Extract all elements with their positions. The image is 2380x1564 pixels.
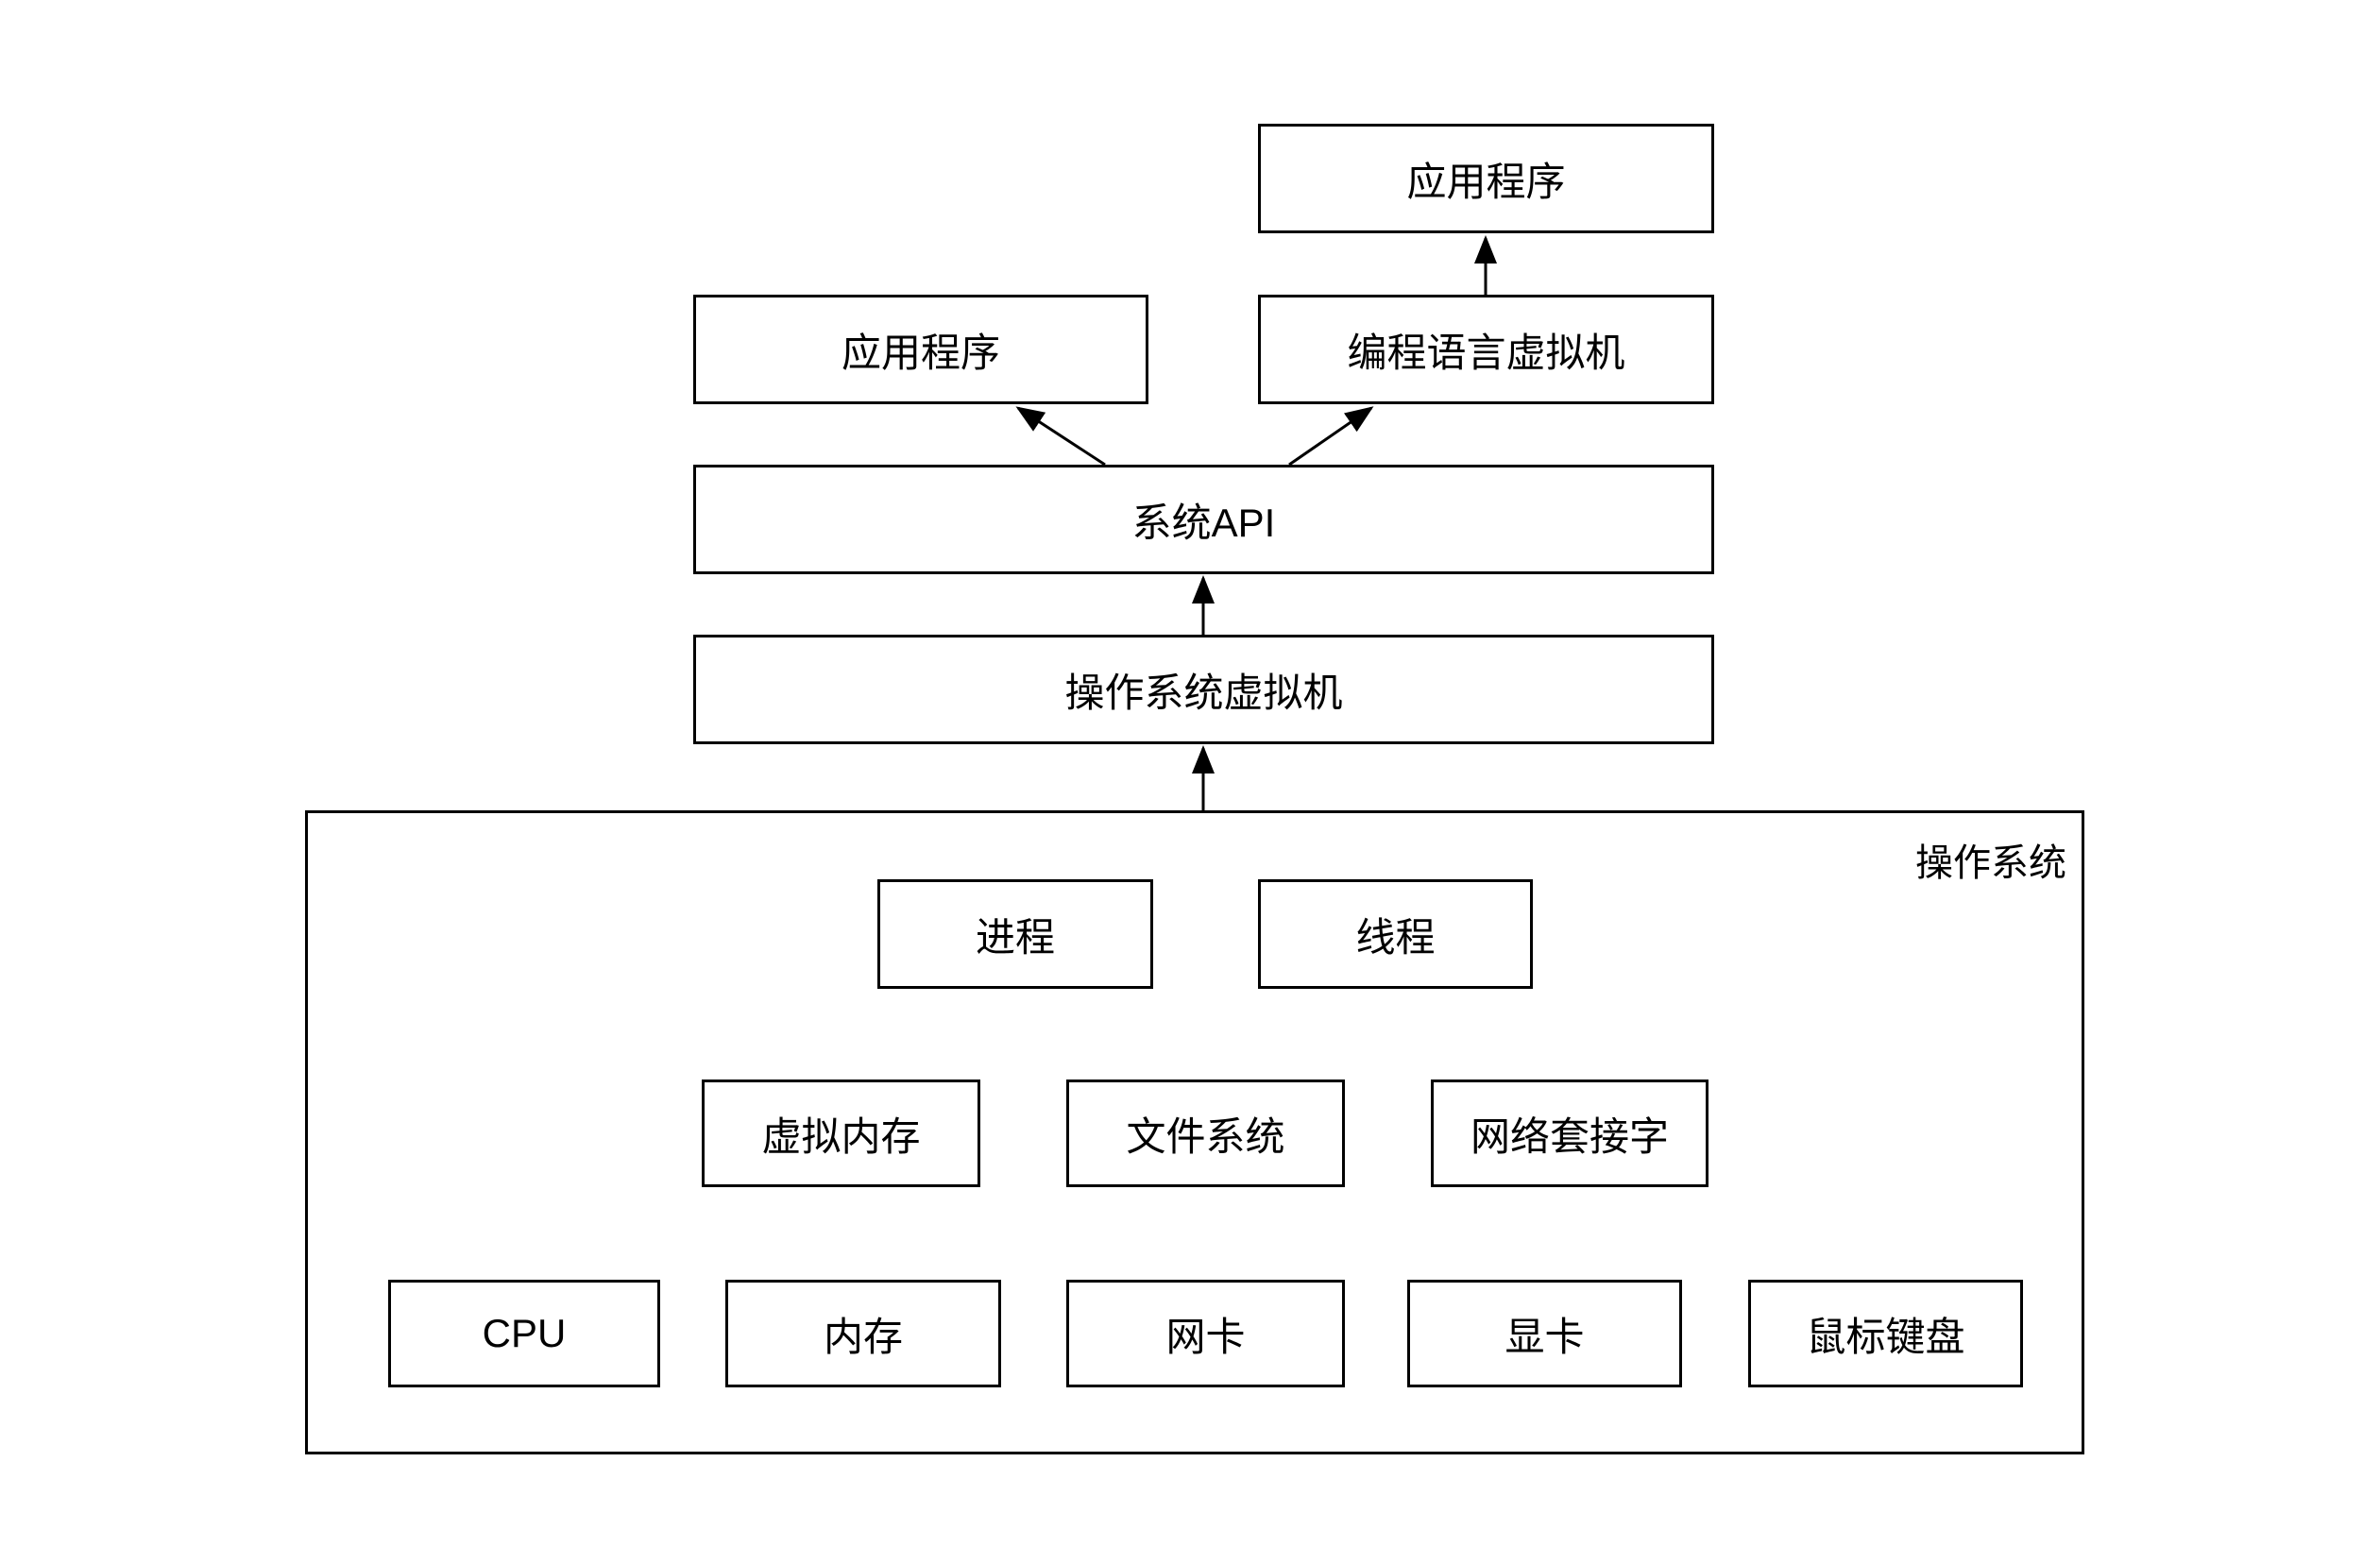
node-gpu: 显卡 [1407,1280,1682,1387]
node-application-left-label: 应用程序 [841,330,1000,375]
node-nic-label: 网卡 [1165,1314,1246,1359]
node-process: 进程 [877,879,1153,989]
node-cpu: CPU [388,1280,660,1387]
node-memory: 内存 [725,1280,1001,1387]
node-memory-label: 内存 [823,1314,903,1359]
node-language-vm: 编程语言虚拟机 [1258,295,1714,404]
node-process-label: 进程 [975,914,1055,960]
node-language-vm-label: 编程语言虚拟机 [1347,330,1625,375]
node-application-top: 应用程序 [1258,124,1714,233]
node-nic: 网卡 [1066,1280,1345,1387]
node-application-left: 应用程序 [693,295,1148,404]
node-mouse-keyboard-label: 鼠标键盘 [1806,1314,1965,1359]
node-sys-api: 系统API [693,465,1714,574]
node-virtual-memory: 虚拟内存 [702,1080,980,1187]
node-mouse-keyboard: 鼠标键盘 [1748,1280,2023,1387]
node-application-top-label: 应用程序 [1406,159,1566,204]
node-thread-label: 线程 [1355,914,1436,960]
node-network-socket: 网络套接字 [1431,1080,1708,1187]
node-file-system: 文件系统 [1066,1080,1345,1187]
node-os-vm-label: 操作系统虚拟机 [1064,670,1343,715]
node-network-socket-label: 网络套接字 [1470,1114,1669,1159]
node-sys-api-label: 系统API [1131,500,1276,545]
node-gpu-label: 显卡 [1504,1314,1585,1359]
node-virtual-memory-label: 虚拟内存 [761,1114,921,1159]
node-cpu-label: CPU [482,1311,567,1355]
arrow-sys-api-to-app-left [1015,406,1106,467]
node-os-vm: 操作系统虚拟机 [693,635,1714,744]
arrow-sys-api-to-language-vm [1288,406,1374,467]
os-container-label: 操作系统 [1915,842,2066,884]
node-thread: 线程 [1258,879,1533,989]
node-file-system-label: 文件系统 [1126,1114,1285,1159]
